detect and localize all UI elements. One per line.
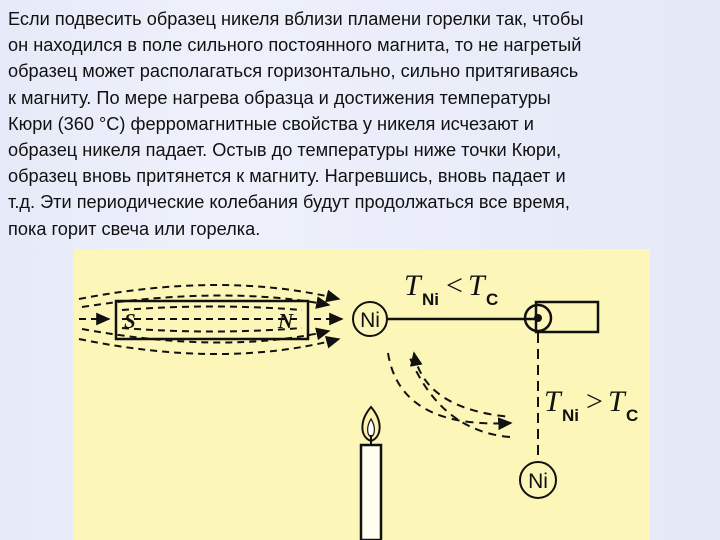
text-line: Кюри (360 °C) ферромагнитные свойства у … [8,113,534,134]
curie-point-diagram: S N Ni T Ni < T C T Ni > T [74,249,650,540]
text-line: образец может располагаться горизонтальн… [8,61,579,82]
pivot-icon [523,303,553,333]
candle-icon [359,405,383,540]
text-line: образец вновь притянется к магниту. Нагр… [8,166,566,187]
condition-cold-op: < [446,269,463,302]
condition-hot-t2: T [608,385,627,418]
condition-cold: T Ni < T C [404,269,498,309]
nickel-sample-bottom-label: Ni [528,470,548,493]
magnet-south-label: S [124,309,136,333]
condition-cold-sub-c: C [486,290,498,309]
condition-cold-sub-ni: Ni [422,290,439,309]
field-lines-icon [78,284,344,355]
text-line: образец никеля падает. Остыв до температ… [8,140,562,161]
text-line: он находился в поле сильного постоянного… [8,35,582,56]
condition-hot-t: T [544,385,563,418]
nickel-sample-top-label: Ni [360,309,380,332]
condition-hot: T Ni > T C [544,385,638,425]
magnet-icon [114,299,310,341]
condition-hot-sub-c: C [626,406,638,425]
magnet-north-label: N [277,309,294,333]
condition-cold-t: T [404,269,423,302]
pivot-center [534,314,542,322]
text-line: Если подвесить образец никеля вблизи пла… [8,9,584,29]
condition-cold-t2: T [468,269,487,302]
text-line: к магниту. По мере нагрева образца и дос… [8,87,551,108]
condition-hot-op: > [586,385,603,418]
condition-hot-sub-ni: Ni [562,406,579,425]
diagram-canvas: S N Ni T Ni < T C T Ni > T [78,269,638,540]
text-line: т.д. Эти периодические колебания будут п… [8,192,570,213]
swing-path-icon [387,351,513,438]
text-line: пока горит свеча или горелка. [8,218,261,239]
description-text: Если подвесить образец никеля вблизи пла… [8,6,714,242]
nickel-sample-bottom-icon [519,461,557,499]
